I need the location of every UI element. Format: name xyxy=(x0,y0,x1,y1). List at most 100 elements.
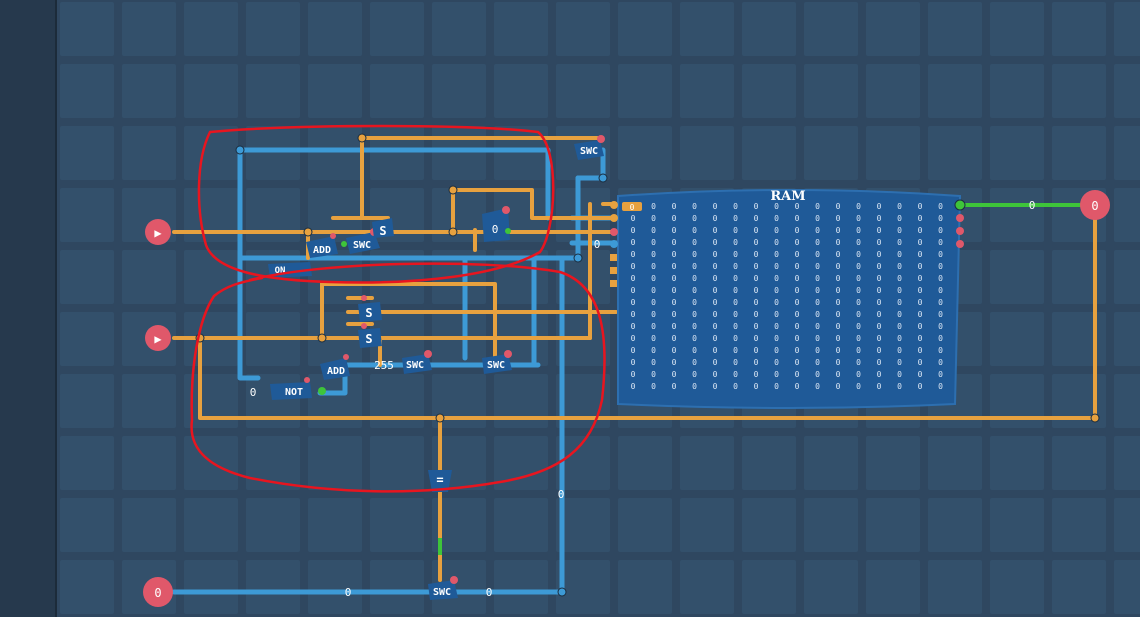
s-gate-upper[interactable]: S xyxy=(372,218,394,238)
ram-cell-value: 0 xyxy=(631,238,636,247)
grid-cell xyxy=(928,436,982,490)
ram-output-ports[interactable] xyxy=(954,199,966,248)
ram-cell-value: 0 xyxy=(754,226,759,235)
ram-cell-value: 0 xyxy=(856,334,861,343)
grid-cell xyxy=(1052,250,1106,304)
grid-cell xyxy=(990,250,1044,304)
grid-cell xyxy=(432,374,486,428)
ram-selected-value: 0 xyxy=(630,203,635,212)
grid-cell xyxy=(1114,126,1140,180)
grid-cell xyxy=(432,560,486,614)
equal-gate[interactable]: = xyxy=(428,470,452,492)
grid-cell xyxy=(60,126,114,180)
ram-cell-value: 0 xyxy=(815,214,820,223)
swc-gate-255[interactable]: SWC xyxy=(402,350,432,374)
grid-cell xyxy=(556,560,610,614)
ram-cell-value: 0 xyxy=(672,226,677,235)
play-icon: ▶ xyxy=(154,332,162,346)
grid-cell xyxy=(990,312,1044,366)
ram-cell-value: 0 xyxy=(774,310,779,319)
grid-cell xyxy=(1114,436,1140,490)
input-pin-mid[interactable]: ▶ xyxy=(145,325,171,351)
ram-cell-value: 0 xyxy=(774,334,779,343)
ram-cell-value: 0 xyxy=(877,214,882,223)
ram-cell-value: 0 xyxy=(877,262,882,271)
ram-cell-value: 0 xyxy=(897,202,902,211)
ram-cell-value: 0 xyxy=(672,382,677,391)
grid-cell xyxy=(1114,188,1140,242)
ram-cell-value: 0 xyxy=(815,370,820,379)
register-gate-upper[interactable] xyxy=(482,206,511,242)
ram-cell-value: 0 xyxy=(713,358,718,367)
swc-gate-top[interactable]: SWC xyxy=(574,135,605,160)
grid-cell xyxy=(494,498,548,552)
grid-cell xyxy=(1114,498,1140,552)
grid-cell xyxy=(1114,250,1140,304)
ram-cell-value: 0 xyxy=(877,298,882,307)
ram-cell-value: 0 xyxy=(754,202,759,211)
ram-cell-value: 0 xyxy=(836,322,841,331)
ram-cell-value: 0 xyxy=(631,322,636,331)
ram-input-ports[interactable] xyxy=(610,201,618,287)
grid-cell xyxy=(866,2,920,56)
ram-cell-value: 0 xyxy=(672,334,677,343)
ram-cell-value: 0 xyxy=(877,238,882,247)
svg-text:S: S xyxy=(365,332,372,346)
ram-cell-value: 0 xyxy=(733,214,738,223)
ram-cell-value: 0 xyxy=(877,322,882,331)
ram-cell-value: 0 xyxy=(713,382,718,391)
ram-cell-value: 0 xyxy=(938,250,943,259)
grid-cell xyxy=(308,436,362,490)
ram-cell-value: 0 xyxy=(795,202,800,211)
grid-cell xyxy=(618,2,672,56)
ram-cell-value: 0 xyxy=(856,346,861,355)
ram-cell-value: 0 xyxy=(651,214,656,223)
input-pin-top[interactable]: ▶ xyxy=(145,219,171,245)
grid-cell xyxy=(308,188,362,242)
ram-cell-value: 0 xyxy=(672,250,677,259)
ram-cell-value: 0 xyxy=(733,202,738,211)
grid-cell xyxy=(122,64,176,118)
add-gate-lower[interactable]: ADD xyxy=(320,354,350,380)
ram-cell-value: 0 xyxy=(754,322,759,331)
ram-cell-value: 0 xyxy=(836,214,841,223)
ram-cell-value: 0 xyxy=(856,310,861,319)
ram-cell-value: 0 xyxy=(836,310,841,319)
ram-cell-value: 0 xyxy=(897,370,902,379)
grid-cell xyxy=(60,560,114,614)
ram-cell-value: 0 xyxy=(754,334,759,343)
grid-cell xyxy=(928,2,982,56)
ram-cell-value: 0 xyxy=(856,202,861,211)
grid-cell xyxy=(60,188,114,242)
swc-gate-bottom[interactable]: SWC xyxy=(428,576,458,600)
grid-cell xyxy=(370,436,424,490)
svg-text:=: = xyxy=(436,473,443,487)
grid-cell xyxy=(246,498,300,552)
grid-cell xyxy=(1052,436,1106,490)
grid-cell xyxy=(1114,2,1140,56)
s-gate-mid[interactable]: S xyxy=(358,295,382,322)
ram-cell-value: 0 xyxy=(713,310,718,319)
swc-gate-right[interactable]: SWC xyxy=(482,350,512,374)
grid-cell xyxy=(60,312,114,366)
grid-cell xyxy=(680,126,734,180)
grid-cell xyxy=(804,126,858,180)
red-annotations xyxy=(190,124,606,493)
input-pin-bottom[interactable]: 0 xyxy=(143,577,173,607)
output-pin[interactable]: 0 xyxy=(1080,190,1110,220)
not-gate[interactable]: NOT xyxy=(270,377,326,400)
ram-cell-value: 0 xyxy=(631,382,636,391)
grid-cell xyxy=(1114,374,1140,428)
ram-cell-value: 0 xyxy=(836,358,841,367)
ram-cell-value: 0 xyxy=(938,310,943,319)
s-gate-lower[interactable]: S xyxy=(358,323,382,348)
ram-cell-value: 0 xyxy=(877,334,882,343)
ram-cell-value: 0 xyxy=(897,250,902,259)
ram-cell-value: 0 xyxy=(692,214,697,223)
ram-selected-cell[interactable] xyxy=(622,202,642,211)
add-gate-upper[interactable]: ADD xyxy=(306,233,338,258)
ram-cell-value: 0 xyxy=(918,370,923,379)
grid-cell xyxy=(494,64,548,118)
